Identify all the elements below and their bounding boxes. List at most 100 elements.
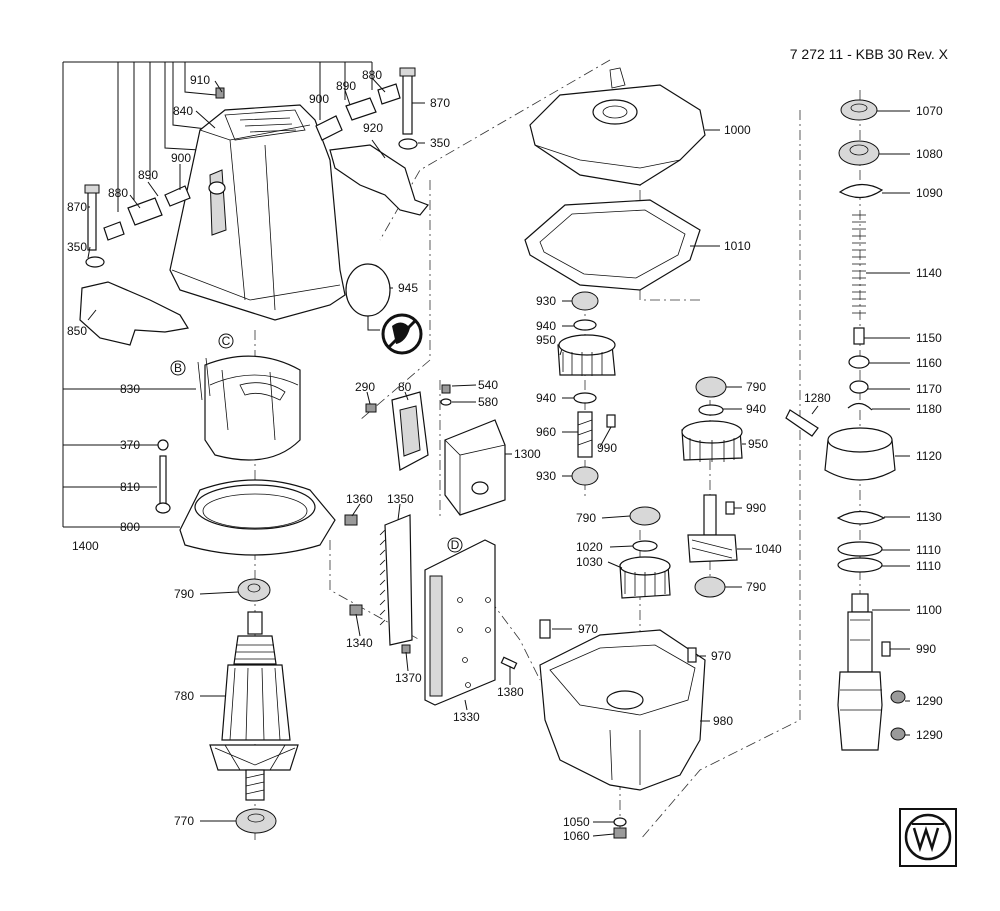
document-reference: 7 272 11 - KBB 30 Rev. X (789, 46, 948, 62)
label-1130: 1130 (916, 510, 942, 524)
label-990: 990 (597, 441, 617, 455)
label-910: 910 (190, 73, 210, 87)
label-790-gear: 790 (576, 511, 596, 525)
label-1010: 1010 (724, 239, 751, 253)
label-1060: 1060 (563, 829, 590, 843)
label-780: 780 (174, 689, 194, 703)
label-1290-lower: 1290 (916, 728, 943, 742)
label-350: 350 (430, 136, 450, 150)
label-790-bottom: 790 (746, 580, 766, 594)
label-1070: 1070 (916, 104, 943, 118)
seal-945 (345, 263, 391, 331)
label-890: 890 (336, 79, 356, 93)
label-870-left: 870 (67, 200, 87, 214)
label-990-spindle: 990 (916, 642, 936, 656)
marker-c: C (218, 333, 234, 349)
label-1280: 1280 (804, 391, 831, 405)
label-1340: 1340 (346, 636, 373, 650)
marker-b: B (170, 360, 186, 376)
label-1050: 1050 (563, 815, 590, 829)
spindle-assembly (785, 99, 906, 751)
label-1300: 1300 (514, 447, 541, 461)
marker-d: D (447, 537, 463, 553)
label-1180: 1180 (916, 402, 942, 416)
guide-plate (424, 539, 496, 706)
label-350-left: 350 (67, 240, 87, 254)
label-1120: 1120 (916, 449, 942, 463)
label-1380: 1380 (497, 685, 524, 699)
label-290: 290 (355, 380, 375, 394)
label-1110-lower: 1110 (916, 559, 941, 573)
marker-c-text: C (222, 334, 231, 348)
part-labels: 910 840 900 890 880 870 920 350 880 890 … (67, 68, 943, 843)
label-1370: 1370 (395, 671, 422, 685)
marker-b-text: B (174, 361, 182, 375)
label-870: 870 (430, 96, 450, 110)
label-370: 370 (120, 438, 140, 452)
label-800: 800 (120, 520, 140, 534)
label-80: 80 (398, 380, 412, 394)
label-900-left: 900 (171, 151, 191, 165)
label-1170: 1170 (916, 382, 942, 396)
fein-logo (899, 808, 957, 867)
brush-holder-left (79, 184, 191, 346)
label-830: 830 (120, 382, 140, 396)
label-1020: 1020 (576, 540, 603, 554)
label-1090: 1090 (916, 186, 943, 200)
label-1030: 1030 (576, 555, 603, 569)
screw-810 (155, 455, 171, 514)
label-950-right: 950 (748, 437, 768, 451)
label-880-left: 880 (108, 186, 128, 200)
label-1110: 1110 (916, 543, 941, 557)
label-850: 850 (67, 324, 87, 338)
label-940-lower: 940 (536, 391, 556, 405)
label-1350: 1350 (387, 492, 414, 506)
armature (209, 578, 299, 834)
label-770: 770 (174, 814, 194, 828)
label-540: 540 (478, 378, 498, 392)
flange-ring (179, 479, 336, 556)
label-960: 960 (536, 425, 556, 439)
label-940-right: 940 (746, 402, 766, 416)
gearbox-cover (529, 67, 706, 186)
label-880: 880 (362, 68, 382, 82)
label-580: 580 (478, 395, 498, 409)
switch-box (440, 384, 506, 516)
washer-370 (157, 439, 169, 451)
marker-d-text: D (451, 538, 460, 552)
label-810: 810 (120, 480, 140, 494)
label-930: 930 (536, 294, 556, 308)
assembly-1400-bracket (62, 61, 373, 528)
label-1150: 1150 (916, 331, 942, 345)
label-990-right: 990 (746, 501, 766, 515)
label-790-right: 790 (746, 380, 766, 394)
label-1160: 1160 (916, 356, 942, 370)
label-1360: 1360 (346, 492, 373, 506)
leader-lines (87, 77, 910, 837)
label-1080: 1080 (916, 147, 943, 161)
label-1040: 1040 (755, 542, 782, 556)
label-840: 840 (173, 104, 193, 118)
label-930-lower: 930 (536, 469, 556, 483)
gasket (524, 199, 701, 291)
cover-plate (365, 391, 429, 471)
right-gear-train (619, 376, 743, 599)
label-970: 970 (578, 622, 598, 636)
label-950: 950 (536, 333, 556, 347)
label-1290: 1290 (916, 694, 943, 708)
left-gear-train (557, 291, 616, 486)
label-1000: 1000 (724, 123, 751, 137)
no-lubricant-icon (381, 313, 423, 355)
brush-holder-right (315, 67, 429, 216)
label-940: 940 (536, 319, 556, 333)
label-1330: 1330 (453, 710, 480, 724)
guide-rack (379, 514, 413, 646)
label-1140: 1140 (916, 266, 942, 280)
label-1100: 1100 (916, 603, 942, 617)
field-coil (197, 355, 301, 461)
gear-housing (539, 619, 706, 839)
label-945: 945 (398, 281, 418, 295)
label-980: 980 (713, 714, 733, 728)
label-1400: 1400 (72, 539, 99, 553)
